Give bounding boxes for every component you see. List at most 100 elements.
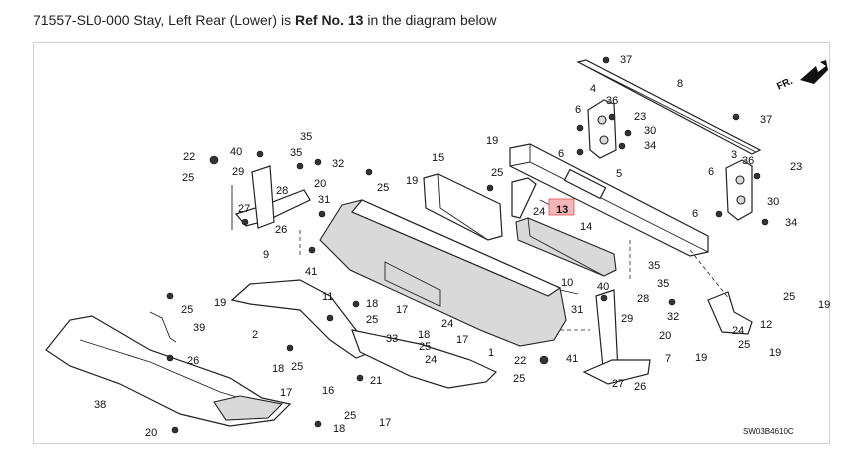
callout-label-34: 30 bbox=[767, 196, 779, 208]
callout-label-59: 25 bbox=[513, 373, 525, 385]
callout-label-74: 19 bbox=[214, 297, 226, 309]
upper-brackets bbox=[587, 99, 753, 221]
callout-label-67: 18 bbox=[418, 329, 430, 341]
callout-label-16: 40 bbox=[230, 146, 242, 158]
callout-label-54: 29 bbox=[621, 313, 633, 325]
callout-label-40: 10 bbox=[561, 277, 573, 289]
callout-label-11: 19 bbox=[486, 135, 498, 147]
callout-label-38: 13 bbox=[556, 204, 568, 216]
callout-label-26: 9 bbox=[263, 249, 269, 261]
diagram-code: SW03B4610C bbox=[743, 427, 794, 436]
callout-label-3: 4 bbox=[590, 83, 596, 95]
callout-label-82: 38 bbox=[94, 399, 106, 411]
callout-label-35: 6 bbox=[692, 208, 698, 220]
callout-label-65: 25 bbox=[366, 314, 378, 326]
callout-label-44: 32 bbox=[667, 311, 679, 323]
callout-label-27: 41 bbox=[305, 266, 317, 278]
ref-highlight-box bbox=[548, 198, 575, 216]
callout-label-17: 35 bbox=[290, 147, 302, 159]
callout-label-5: 6 bbox=[575, 104, 581, 116]
callout-label-58: 41 bbox=[566, 353, 578, 365]
callout-label-23: 31 bbox=[318, 194, 330, 206]
callout-label-63: 18 bbox=[366, 298, 378, 310]
bracket-39 bbox=[149, 311, 177, 343]
callout-label-13: 15 bbox=[432, 152, 444, 164]
callout-label-4: 36 bbox=[606, 95, 618, 107]
callout-label-43: 28 bbox=[637, 293, 649, 305]
callout-label-83: 20 bbox=[145, 427, 157, 439]
absorber-14 bbox=[515, 217, 617, 277]
callout-label-87: 1 bbox=[488, 347, 494, 359]
callout-label-24: 27 bbox=[238, 203, 250, 215]
callout-label-31: 3 bbox=[731, 149, 737, 161]
callout-label-10: 5 bbox=[616, 168, 622, 180]
callout-label-1: 8 bbox=[677, 78, 683, 90]
caption-prefix: 71557-SL0-000 Stay, Left Rear (Lower) is bbox=[33, 12, 295, 28]
callout-label-80: 16 bbox=[322, 385, 334, 397]
callout-label-7: 30 bbox=[644, 125, 656, 137]
callout-label-14: 35 bbox=[300, 131, 312, 143]
upper-rail-strip bbox=[576, 59, 762, 155]
callout-label-45: 24 bbox=[732, 325, 744, 337]
callout-label-84: 25 bbox=[344, 410, 356, 422]
callout-label-2: 37 bbox=[760, 114, 772, 126]
caption-ref: Ref No. 13 bbox=[295, 12, 364, 28]
callout-label-53: 31 bbox=[571, 304, 583, 316]
callout-label-46: 12 bbox=[760, 319, 772, 331]
callout-label-78: 25 bbox=[291, 361, 303, 373]
callout-label-33: 6 bbox=[708, 166, 714, 178]
caption-suffix: in the diagram below bbox=[363, 12, 497, 28]
callout-label-22: 20 bbox=[314, 178, 326, 190]
callout-label-57: 22 bbox=[514, 355, 526, 367]
callout-label-28: 19 bbox=[406, 175, 418, 187]
front-direction-arrow: FR. bbox=[775, 60, 828, 93]
caption-text: 71557-SL0-000 Stay, Left Rear (Lower) is… bbox=[33, 12, 497, 28]
callout-label-72: 2 bbox=[252, 329, 258, 341]
right-lower-stay-7 bbox=[582, 289, 651, 385]
callout-label-21: 28 bbox=[276, 185, 288, 197]
front-direction-label: FR. bbox=[775, 76, 794, 93]
callout-label-56: 7 bbox=[665, 353, 671, 365]
callout-label-20: 29 bbox=[232, 166, 244, 178]
stay-13 bbox=[511, 177, 537, 219]
callout-label-51: 19 bbox=[695, 352, 707, 364]
callout-label-19: 25 bbox=[182, 172, 194, 184]
lower-trim bbox=[351, 329, 498, 389]
fasteners bbox=[166, 56, 769, 434]
callout-label-73: 25 bbox=[181, 304, 193, 316]
callout-label-75: 39 bbox=[193, 322, 205, 334]
callout-label-50: 19 bbox=[769, 347, 781, 359]
callout-label-60: 27 bbox=[612, 378, 624, 390]
callout-label-64: 17 bbox=[396, 304, 408, 316]
callout-label-15: 22 bbox=[183, 151, 195, 163]
bumper-beam bbox=[509, 143, 709, 257]
callout-label-41: 35 bbox=[648, 260, 660, 272]
callout-label-77: 18 bbox=[272, 363, 284, 375]
callout-label-85: 18 bbox=[333, 423, 345, 435]
bumper-face bbox=[319, 199, 567, 347]
left-stay-9 bbox=[231, 165, 311, 230]
lower-spoiler-38 bbox=[45, 315, 292, 427]
callout-label-30: 36 bbox=[742, 155, 754, 167]
callout-label-62: 11 bbox=[322, 291, 333, 303]
callout-label-12: 25 bbox=[491, 167, 503, 179]
callout-label-79: 17 bbox=[280, 387, 292, 399]
side-bracket-15 bbox=[423, 173, 503, 241]
callout-label-9: 6 bbox=[558, 148, 564, 160]
right-bracket-12 bbox=[707, 291, 753, 335]
callout-label-61: 26 bbox=[634, 381, 646, 393]
callout-label-66: 24 bbox=[441, 318, 453, 330]
callout-label-25: 26 bbox=[275, 224, 287, 236]
callout-label-70: 25 bbox=[419, 341, 431, 353]
lower-stay-2 bbox=[230, 279, 373, 359]
callout-label-47: 25 bbox=[783, 291, 795, 303]
callout-label-71: 24 bbox=[425, 354, 437, 366]
callout-label-68: 17 bbox=[456, 334, 468, 346]
callout-label-37: 24 bbox=[533, 206, 545, 218]
callout-label-81: 21 bbox=[370, 375, 382, 387]
callout-label-42: 35 bbox=[657, 278, 669, 290]
callout-label-29: 25 bbox=[377, 182, 389, 194]
callout-label-39: 14 bbox=[580, 221, 592, 233]
